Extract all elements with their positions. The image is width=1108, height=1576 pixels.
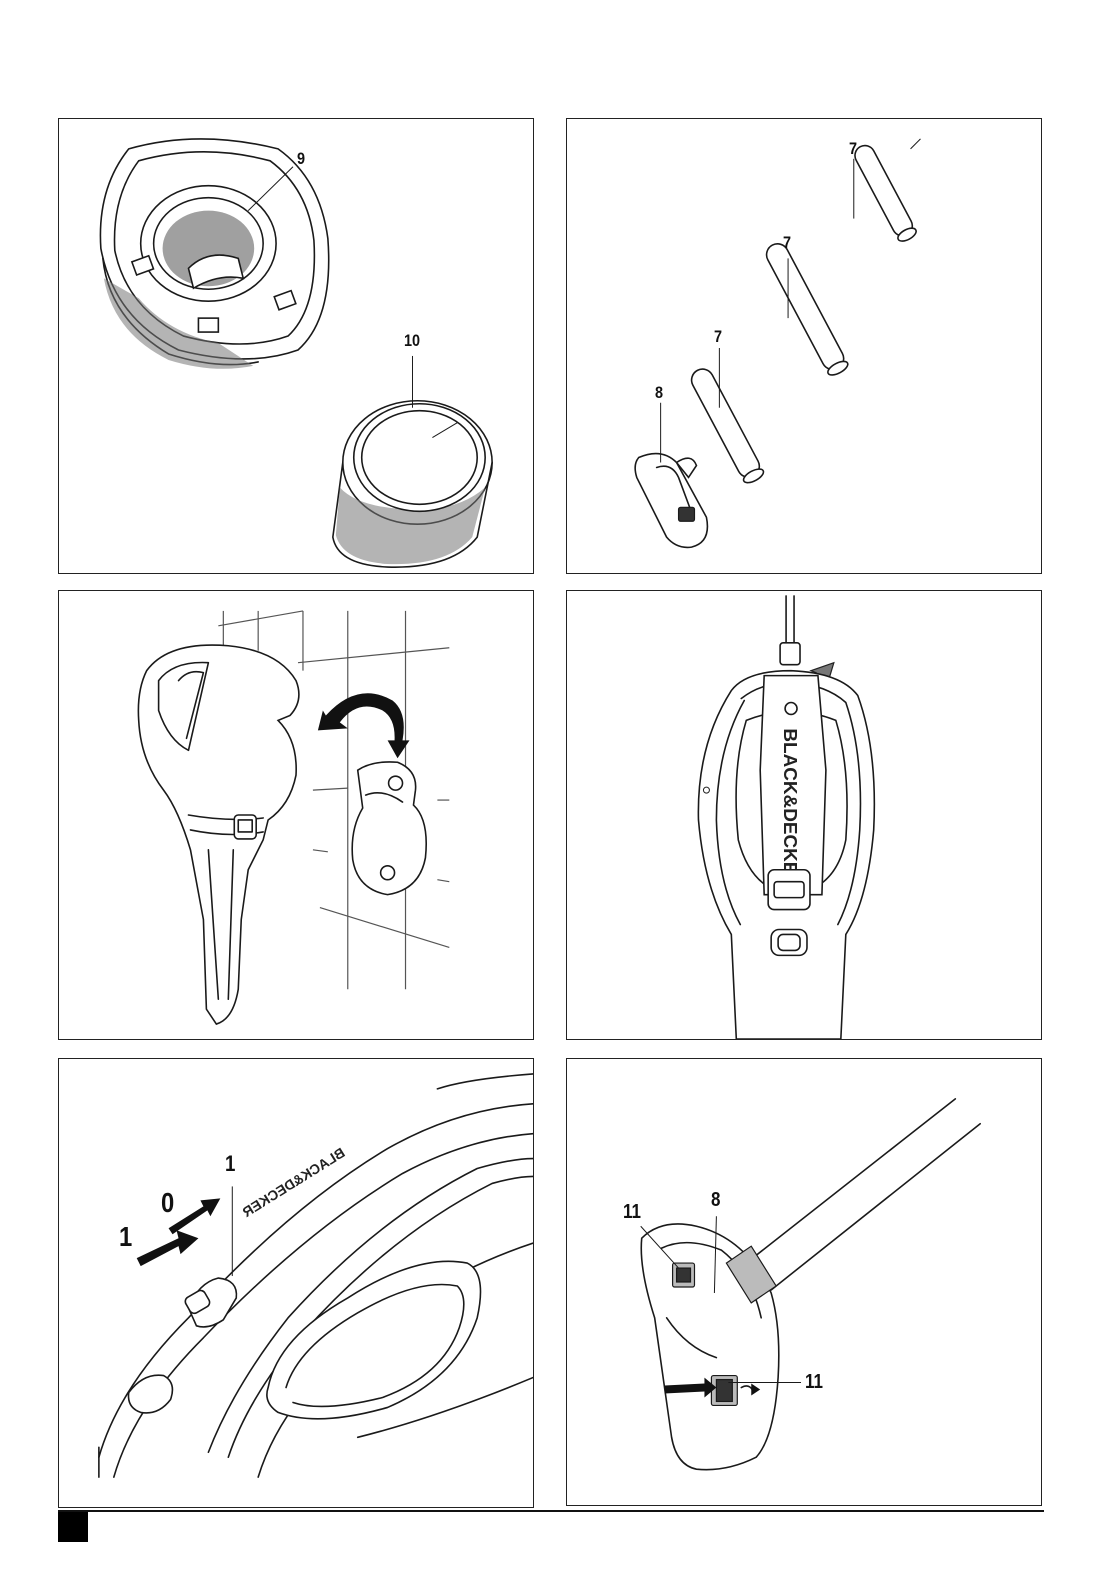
callout-11-lower: 11 — [805, 1371, 823, 1394]
wall-mounting-illustration — [59, 591, 533, 1039]
callout-8: 8 — [655, 383, 663, 403]
callout-on-position: 1 — [119, 1221, 132, 1253]
figure-wall-mounting — [58, 590, 534, 1040]
filter-illustration — [59, 119, 533, 573]
figure-nozzle-release: 11 8 11 — [566, 1058, 1042, 1506]
callout-11-upper: 11 — [623, 1201, 641, 1224]
callout-off-position: 0 — [161, 1187, 174, 1219]
page-marker-block — [58, 1512, 88, 1542]
figure-filter-parts: 9 10 — [58, 118, 534, 574]
callout-8-nozzle: 8 — [711, 1189, 720, 1212]
callout-10: 10 — [404, 331, 420, 351]
brand-logo-vertical: BLACK&DECKER — [779, 728, 800, 888]
figure-charging-base: BLACK&DECKER — [566, 590, 1042, 1040]
brand-logo-handle: BLACK&DECKER — [239, 1144, 347, 1220]
footer-rule — [58, 1510, 1044, 1512]
callout-7-lower: 7 — [714, 327, 722, 347]
charging-base-illustration: BLACK&DECKER — [567, 591, 1041, 1039]
figure-extension-tubes: 7 7 7 8 — [566, 118, 1042, 574]
tubes-illustration — [567, 119, 1041, 573]
power-switch-illustration: BLACK&DECKER — [59, 1059, 533, 1507]
callout-7-top: 7 — [849, 139, 857, 159]
nozzle-release-illustration — [567, 1059, 1041, 1505]
callout-7-middle: 7 — [783, 233, 791, 253]
callout-1-switch-label: 1 — [225, 1151, 235, 1177]
figure-power-switch: BLACK&DECKER 1 0 1 — [58, 1058, 534, 1508]
callout-9: 9 — [297, 149, 305, 169]
